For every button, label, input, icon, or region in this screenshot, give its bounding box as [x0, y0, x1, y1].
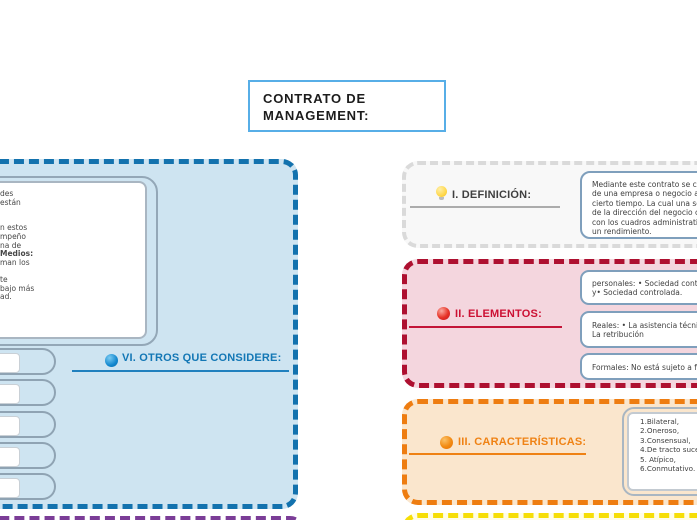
idea-node-label[interactable]: Idea	[0, 416, 20, 436]
text-line: te	[0, 274, 8, 284]
idea-node-label[interactable]: Idea	[0, 478, 20, 498]
idea-node[interactable]: Idea	[0, 348, 56, 375]
note-card-text: des están n estos mpeño na de Medios: ma…	[0, 189, 150, 302]
idea-node[interactable]: Idea	[0, 379, 56, 406]
branch-underline	[72, 370, 289, 372]
text-line: bajo más	[0, 283, 35, 293]
branch-underline	[409, 453, 586, 455]
caracteristicas-card-text: 1.Bilateral, 2.Oneroso, 3.Consensual, 4.…	[640, 417, 697, 473]
element-card-personales[interactable]: personales: • Sociedad cont y• Sociedad …	[580, 270, 697, 305]
text-line: ad.	[0, 292, 12, 302]
orange-sphere-icon	[440, 436, 453, 449]
idea-node[interactable]: Idea	[0, 411, 56, 438]
note-card-frame	[0, 176, 158, 346]
branch-yellow-partial	[402, 513, 697, 520]
text-line: 4.De tracto suce	[640, 445, 697, 455]
text-line: n estos	[0, 223, 28, 233]
text-line: Medios:	[0, 249, 34, 259]
text-line: des	[0, 189, 14, 198]
text-line: personales: • Sociedad cont	[592, 279, 697, 288]
note-card[interactable]	[0, 181, 147, 339]
text-line: Mediante este contrato se co	[592, 180, 697, 189]
text-line: de una empresa o negocio a	[592, 189, 697, 199]
red-sphere-icon	[437, 307, 450, 320]
text-line: mpeño	[0, 231, 27, 241]
text-line	[0, 207, 150, 216]
topic-caracteristicas[interactable]: III. CARACTERÍSTICAS:	[458, 436, 587, 448]
text-line: Formales: No está sujeto a f	[592, 363, 697, 372]
text-line: 5. Atípico,	[640, 454, 676, 464]
text-line: 1.Bilateral,	[640, 417, 680, 426]
text-line: cierto tiempo. La cual una so	[592, 198, 697, 208]
element-card-reales[interactable]: Reales: • La asistencia técni La retribu…	[580, 311, 697, 348]
text-line: de la dirección del negocio c	[592, 208, 697, 218]
text-line: 2.Oneroso,	[640, 426, 680, 436]
caracteristicas-card[interactable]	[627, 412, 697, 491]
element-card-formales[interactable]: Formales: No está sujeto a f	[580, 353, 697, 380]
text-line: un rendimiento.	[592, 226, 652, 236]
branch-purple-partial	[0, 516, 306, 520]
text-line: 6.Conmutativo.	[640, 463, 696, 473]
central-topic-line2: MANAGEMENT:	[263, 108, 370, 123]
text-line: man los	[0, 257, 30, 267]
idea-node-label[interactable]: Idea	[0, 384, 20, 404]
text-line: 3.Consensual,	[640, 435, 691, 445]
idea-node-label[interactable]: Idea	[0, 353, 20, 373]
branch-underline	[409, 326, 562, 328]
text-line: na de	[0, 240, 22, 250]
blue-sphere-icon	[105, 354, 118, 367]
topic-definicion[interactable]: I. DEFINICIÓN:	[452, 189, 532, 201]
text-line: Reales: • La asistencia técni	[592, 321, 697, 330]
lightbulb-icon	[435, 186, 447, 202]
idea-node[interactable]: Idea	[0, 442, 56, 469]
topic-elementos[interactable]: II. ELEMENTOS:	[455, 308, 542, 320]
central-topic-line1: CONTRATO DE	[263, 91, 366, 106]
definition-card[interactable]: Mediante este contrato se co de una empr…	[580, 171, 697, 239]
central-topic[interactable]: CONTRATO DE MANAGEMENT:	[248, 80, 446, 132]
text-line: y• Sociedad controlada.	[592, 288, 683, 298]
text-line: La retribución	[592, 330, 644, 340]
text-line	[0, 267, 150, 276]
caracteristicas-card-frame	[622, 407, 697, 496]
branch-underline	[410, 206, 560, 208]
text-line: están	[0, 197, 21, 207]
idea-node-label[interactable]: Idea	[0, 447, 20, 467]
idea-node[interactable]: Idea	[0, 473, 56, 500]
topic-otros[interactable]: VI. OTROS QUE CONSIDERE:	[122, 352, 282, 364]
text-line: con los cuadros administrati	[592, 217, 697, 227]
